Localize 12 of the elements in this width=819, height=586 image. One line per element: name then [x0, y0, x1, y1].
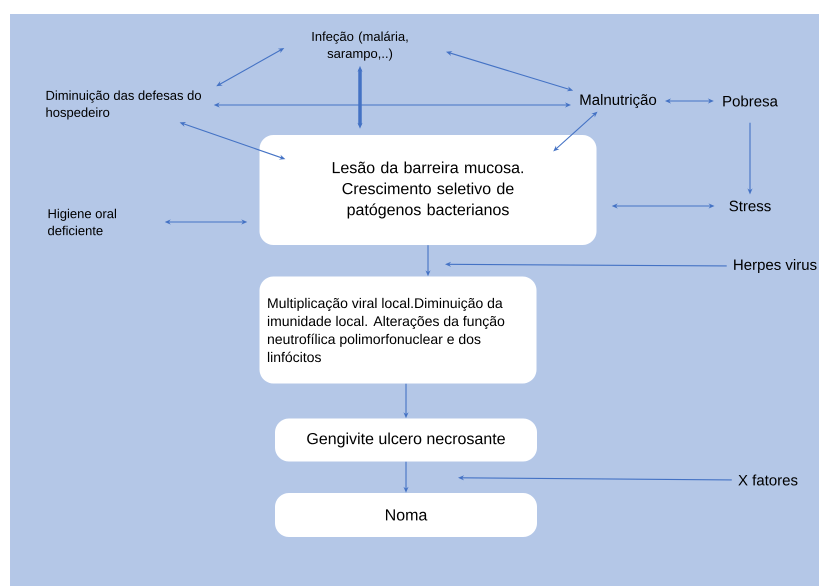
factor-label: Stress [729, 200, 771, 212]
process-box: Lesão da barreira mucosa. Crescimento seletivo de patógenos bacterianos [260, 135, 596, 245]
process-box: Gengivite ulcero necrosante [275, 418, 537, 462]
factor-label: Diminuição das defesas do hospedeiro [46, 90, 201, 120]
process-box: Noma [275, 493, 537, 537]
factor-label: X fatores [738, 474, 798, 486]
factor-label: Malnutrição [580, 94, 656, 108]
process-box: Multiplicação viral local.Diminuição da imunidade local. Alterações da função neutrofílica polimorfonuclear e dos linfócitos [260, 276, 536, 384]
factor-label: Herpes virus [734, 259, 817, 273]
factor-label: Infeção (malária, sarampo,..) [312, 31, 408, 61]
factor-label: Pobresa [723, 96, 778, 106]
factor-label: Higiene oral deficiente [48, 208, 116, 236]
